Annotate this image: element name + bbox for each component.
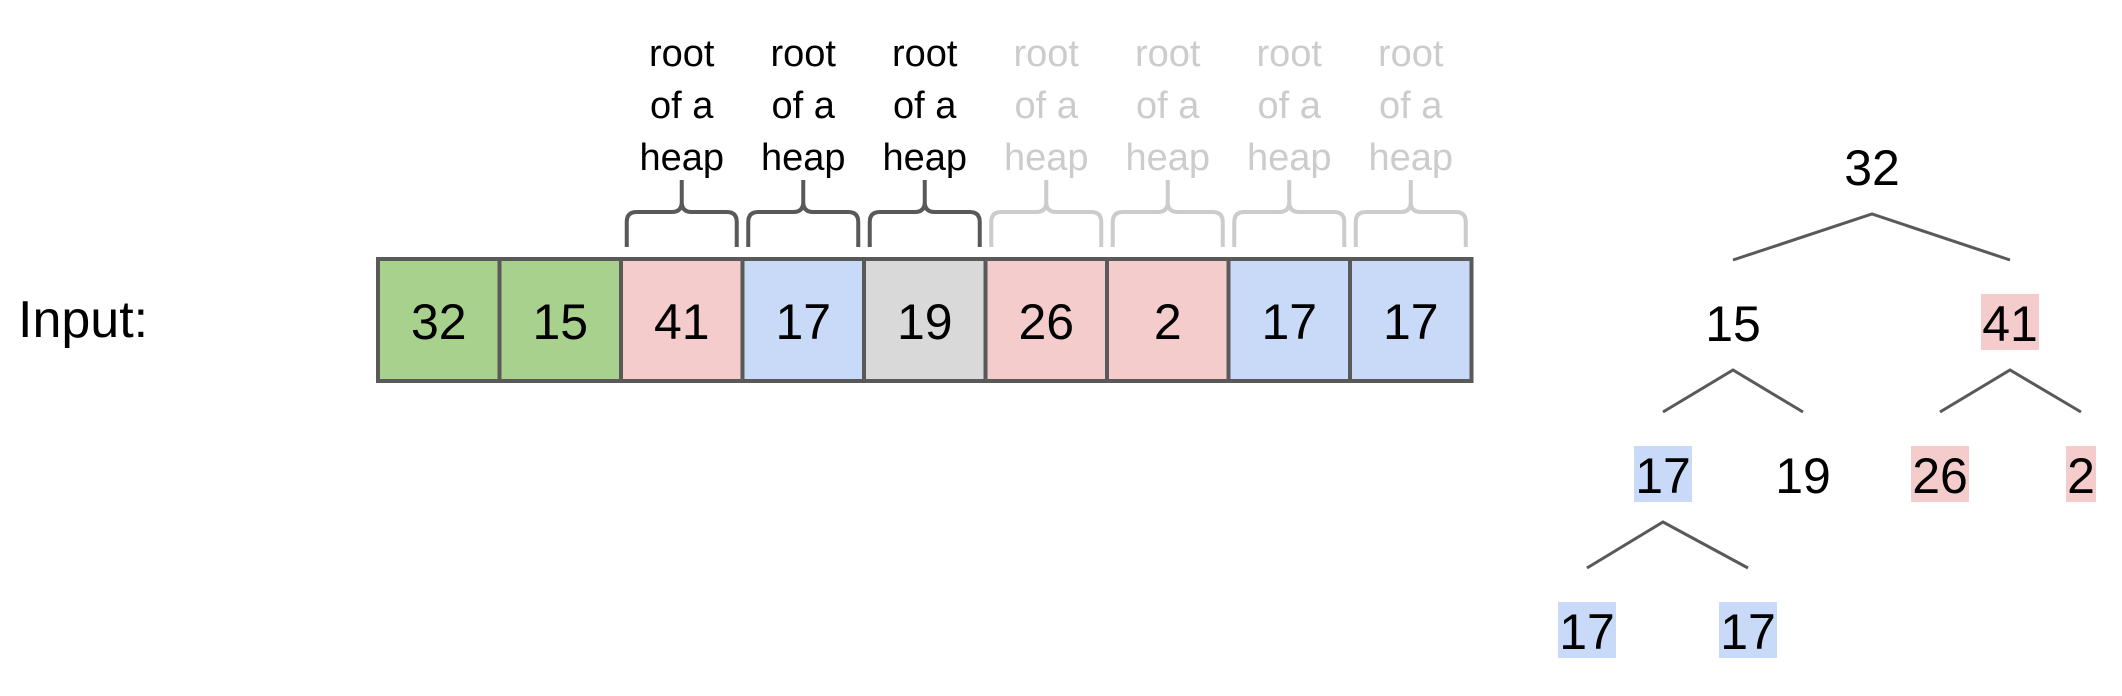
tree-node-highlight xyxy=(1981,294,2039,350)
array-cell: 17 xyxy=(740,257,866,383)
caption-line: root xyxy=(1014,33,1080,75)
caption-line: heap xyxy=(761,137,846,179)
tree-node-highlight xyxy=(1634,446,1692,502)
heap-root-caption: root of a heap xyxy=(1004,33,1089,179)
array-cell-box xyxy=(619,257,745,383)
tree-node-value: 17 xyxy=(1559,604,1615,660)
tree-node: 15 xyxy=(1705,296,1761,352)
array-cell-box xyxy=(1226,257,1352,383)
tree-node-value: 17 xyxy=(1635,448,1691,504)
heap-root-braces xyxy=(624,180,1468,247)
heap-root-brace xyxy=(867,180,982,247)
tree-node-value: 17 xyxy=(1720,604,1776,660)
tree-edge xyxy=(1939,368,2082,414)
caption-line: of a xyxy=(1379,85,1443,127)
caption-line: root xyxy=(1257,33,1323,75)
caption-line: of a xyxy=(650,85,714,127)
heap-root-caption: root of a heap xyxy=(1368,33,1453,179)
array-cell: 17 xyxy=(1226,257,1352,383)
tree-node-highlight xyxy=(1911,446,1969,502)
tree-node-highlight xyxy=(2066,446,2096,502)
heap-root-brace xyxy=(1110,180,1225,247)
array-cell: 26 xyxy=(983,257,1109,383)
heap-root-caption: root of a heap xyxy=(1247,33,1332,179)
caption-line: root xyxy=(892,33,958,75)
array-cell-value: 15 xyxy=(532,294,588,350)
tree-node: 26 xyxy=(1911,446,1969,504)
array-cell: 17 xyxy=(1348,257,1474,383)
caption-line: heap xyxy=(1368,137,1453,179)
array-cell-value: 41 xyxy=(654,294,710,350)
input-array: 32 15 41 17 19 26 2 17 17 xyxy=(376,257,1474,383)
array-cell-value: 17 xyxy=(775,294,831,350)
array-cell-box xyxy=(983,257,1109,383)
tree-edge xyxy=(1662,368,1804,414)
heap-root-brace xyxy=(624,180,739,247)
tree-node-value: 15 xyxy=(1705,296,1761,352)
caption-line: heap xyxy=(1004,137,1089,179)
tree-node-value: 32 xyxy=(1844,140,1900,196)
tree-node-highlight xyxy=(1558,602,1616,658)
tree-edge xyxy=(1586,520,1749,570)
tree-node: 17 xyxy=(1558,602,1616,660)
array-cell: 15 xyxy=(497,257,623,383)
tree-node: 17 xyxy=(1634,446,1692,504)
array-cell-value: 19 xyxy=(897,294,953,350)
tree-edges xyxy=(1586,212,2082,570)
tree-nodes: 32 15 41 17 19 26 2 17 17 xyxy=(1558,140,2096,660)
tree-node: 32 xyxy=(1844,140,1900,196)
input-label: Input: xyxy=(18,291,148,349)
caption-line: root xyxy=(1378,33,1444,75)
array-cell-box xyxy=(497,257,623,383)
heap-root-caption: root of a heap xyxy=(1125,33,1210,179)
caption-line: of a xyxy=(1258,85,1322,127)
array-cell: 41 xyxy=(619,257,745,383)
array-cell-box xyxy=(862,257,988,383)
array-cell: 19 xyxy=(862,257,988,383)
array-cell-box xyxy=(1348,257,1474,383)
caption-line: of a xyxy=(1015,85,1079,127)
caption-line: root xyxy=(1135,33,1201,75)
heap-root-caption: root of a heap xyxy=(761,33,846,179)
tree-node: 2 xyxy=(2066,446,2096,504)
heap-root-brace xyxy=(746,180,861,247)
tree-node-value: 41 xyxy=(1982,296,2038,352)
array-cell: 2 xyxy=(1105,257,1231,383)
tree-edge xyxy=(1732,212,2011,262)
tree-node-value: 26 xyxy=(1912,448,1968,504)
caption-line: of a xyxy=(1136,85,1200,127)
caption-line: root xyxy=(771,33,837,75)
tree-node: 19 xyxy=(1775,448,1831,504)
heap-root-brace xyxy=(989,180,1104,247)
array-cell-value: 2 xyxy=(1154,294,1182,350)
caption-line: heap xyxy=(1247,137,1332,179)
tree-node: 41 xyxy=(1981,294,2039,352)
array-cell-value: 17 xyxy=(1383,294,1439,350)
array-cell: 32 xyxy=(376,257,502,383)
heap-root-caption: root of a heap xyxy=(882,33,967,179)
heap-root-brace xyxy=(1232,180,1347,247)
tree-node-value: 2 xyxy=(2067,448,2095,504)
caption-line: heap xyxy=(1125,137,1210,179)
caption-line: root xyxy=(649,33,715,75)
tree-node-value: 19 xyxy=(1775,448,1831,504)
array-cell-box xyxy=(376,257,502,383)
caption-line: of a xyxy=(772,85,836,127)
heap-root-brace xyxy=(1353,180,1468,247)
heap-root-caption: root of a heap xyxy=(639,33,724,179)
array-cell-value: 17 xyxy=(1261,294,1317,350)
array-cell-box xyxy=(1105,257,1231,383)
array-cell-value: 26 xyxy=(1018,294,1074,350)
binary-tree: 32 15 41 17 19 26 2 17 17 xyxy=(1558,140,2096,660)
caption-line: heap xyxy=(882,137,967,179)
tree-node-highlight xyxy=(1719,602,1777,658)
tree-node: 17 xyxy=(1719,602,1777,660)
array-cell-value: 32 xyxy=(411,294,467,350)
caption-line: of a xyxy=(893,85,957,127)
caption-line: heap xyxy=(639,137,724,179)
